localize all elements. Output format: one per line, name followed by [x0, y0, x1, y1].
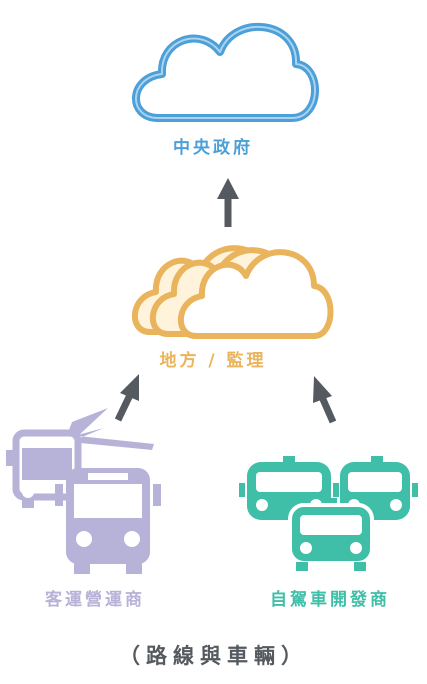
- buses-icon: [6, 408, 161, 574]
- av-developer-label: 自駕車開發商: [270, 590, 390, 610]
- central-government-label: 中央政府: [173, 138, 253, 158]
- local-supervision-label: 地方 / 監理: [159, 351, 267, 371]
- arrow-up-icon: [217, 178, 239, 227]
- cloud-icon: [132, 22, 319, 122]
- transit-operator-label: 客運營運商: [45, 590, 145, 610]
- autonomous-cars-icon: [239, 456, 418, 571]
- arrow-up-left-icon: [313, 376, 337, 424]
- footer-caption: （路線與車輛）: [119, 644, 308, 668]
- stacked-clouds-icon: [132, 245, 334, 339]
- arrow-up-right-icon: [114, 374, 139, 422]
